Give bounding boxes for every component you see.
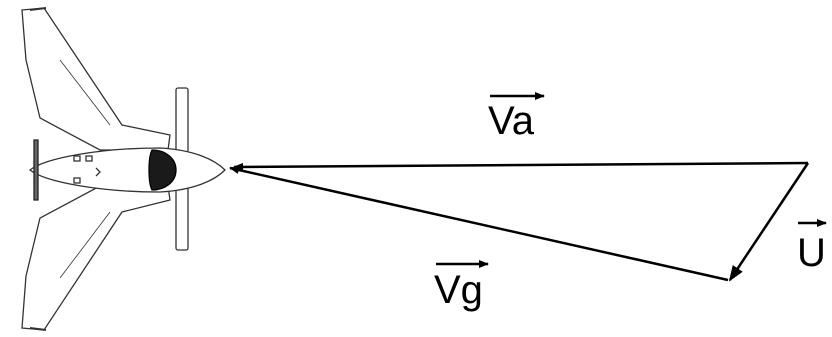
- u-vector-line: [728, 162, 810, 282]
- vg-vector-line: [229, 166, 729, 282]
- aircraft-icon: [21, 7, 226, 331]
- va-label: Va: [488, 99, 535, 143]
- vg-label-group: Vg: [434, 260, 489, 312]
- va-vector-line: [233, 161, 809, 171]
- va-label-group: Va: [488, 92, 545, 143]
- vg-label: Vg: [434, 268, 483, 312]
- u-label: U: [797, 231, 826, 275]
- u-label-group: U: [797, 219, 827, 275]
